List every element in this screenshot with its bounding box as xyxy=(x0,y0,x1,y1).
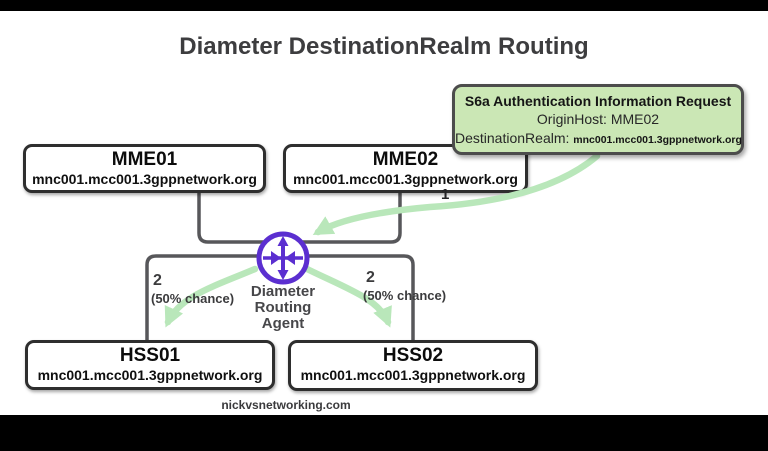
flow-step1-label: 1 xyxy=(441,186,450,203)
node-realm: mnc001.mcc001.3gppnetwork.org xyxy=(32,171,257,187)
node-hss02: HSS02 mnc001.mcc001.3gppnetwork.org xyxy=(288,340,538,391)
request-origin-host: OriginHost: MME02 xyxy=(536,111,660,127)
dra-label: Diameter Routing Agent xyxy=(233,284,333,332)
node-realm: mnc001.mcc001.3gppnetwork.org xyxy=(37,367,263,383)
node-mme01: MME01 mnc001.mcc001.3gppnetwork.org xyxy=(23,144,266,193)
flow-step2-left-chance: (50% chance) xyxy=(151,291,235,306)
node-realm: mnc001.mcc001.3gppnetwork.org xyxy=(293,171,518,187)
destination-realm-value: mnc001.mcc001.3gppnetwork.org xyxy=(573,134,742,146)
arrow-dra-to-hss01 xyxy=(164,265,259,328)
bottom-letterbox-bar xyxy=(0,415,768,451)
dra-label-line3: Agent xyxy=(261,315,305,332)
request-title: S6a Authentication Information Request xyxy=(464,93,732,109)
request-info-box: S6a Authentication Information Request O… xyxy=(452,84,744,155)
top-letterbox-bar xyxy=(0,0,768,11)
router-icon xyxy=(256,231,310,285)
arrow-dra-to-hss02 xyxy=(299,263,392,328)
node-name: HSS02 xyxy=(382,345,444,366)
flow-step2-right-chance: (50% chance) xyxy=(363,288,447,303)
dra-label-line1: Diameter xyxy=(250,283,316,300)
arrow-request-to-dra xyxy=(312,152,601,236)
destination-realm-label: DestinationRealm: xyxy=(455,130,570,146)
node-realm: mnc001.mcc001.3gppnetwork.org xyxy=(300,367,526,383)
flow-step2-right-label: 2 xyxy=(366,269,375,286)
flow-step2-left-label: 2 xyxy=(153,272,162,289)
node-hss01: HSS01 mnc001.mcc001.3gppnetwork.org xyxy=(25,340,275,390)
node-name: HSS01 xyxy=(119,345,181,366)
page-title: Diameter DestinationRealm Routing xyxy=(179,33,589,60)
node-name: MME02 xyxy=(372,149,439,170)
node-name: MME01 xyxy=(111,149,178,170)
dra-label-line2: Routing xyxy=(254,299,312,316)
request-destination-realm: DestinationRealm: mnc001.mcc001.3gppnetw… xyxy=(455,129,742,150)
watermark: nickvsnetworking.com xyxy=(221,398,351,412)
